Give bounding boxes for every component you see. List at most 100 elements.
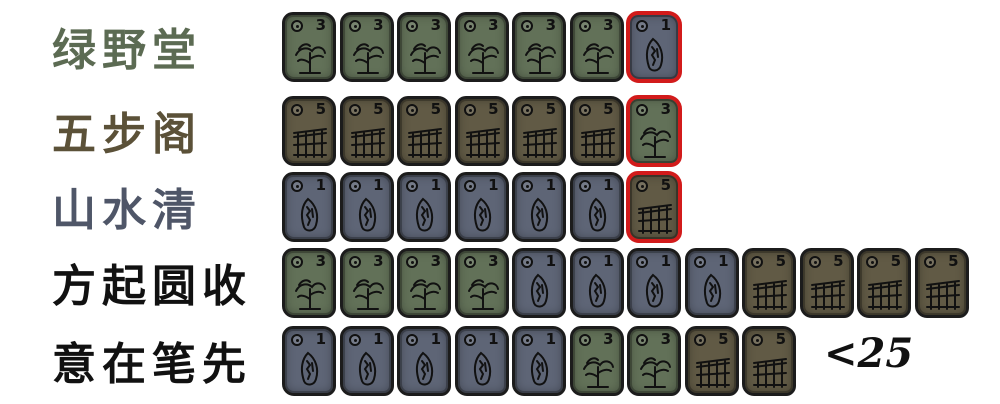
bridge-tile[interactable]: 5 bbox=[742, 326, 796, 396]
tile-value: 3 bbox=[488, 16, 499, 34]
tile-corner-mark bbox=[463, 20, 476, 32]
tile-value: 1 bbox=[488, 176, 499, 194]
tree-tile[interactable]: 3 bbox=[454, 248, 509, 318]
rock-tile[interactable]: 1 bbox=[282, 172, 336, 242]
bridge-tile[interactable]: 5 bbox=[684, 326, 739, 396]
rock-tile-highlighted[interactable]: 1 bbox=[627, 12, 681, 82]
tile-value: 3 bbox=[660, 330, 671, 348]
tile-corner-mark bbox=[348, 104, 361, 116]
tile-corner-mark bbox=[348, 180, 361, 192]
tree-tile[interactable]: 3 bbox=[397, 248, 451, 318]
tile-corner-mark bbox=[348, 256, 361, 268]
tile-value: 5 bbox=[315, 100, 326, 118]
tile-value: 3 bbox=[488, 252, 499, 270]
tile-value: 5 bbox=[603, 100, 614, 118]
tile-corner-mark bbox=[693, 256, 706, 268]
bridge-tile[interactable]: 5 bbox=[282, 96, 336, 166]
rock-tile[interactable]: 1 bbox=[454, 172, 509, 242]
tile-value: 3 bbox=[373, 252, 384, 270]
tree-tile-highlighted[interactable]: 3 bbox=[627, 96, 681, 166]
tree-tile[interactable]: 3 bbox=[569, 326, 624, 396]
tile-corner-mark bbox=[463, 256, 476, 268]
bridge-tile-highlighted[interactable]: 5 bbox=[627, 172, 681, 242]
tile-corner-mark bbox=[521, 104, 533, 116]
tile-value: 5 bbox=[775, 330, 786, 348]
tree-tile[interactable]: 3 bbox=[339, 248, 394, 318]
tile-corner-mark bbox=[578, 104, 591, 116]
tree-tile[interactable]: 3 bbox=[454, 12, 509, 82]
rock-tile[interactable]: 1 bbox=[397, 326, 451, 396]
bridge-tile[interactable]: 5 bbox=[512, 96, 566, 166]
tile-corner-mark bbox=[348, 20, 361, 32]
rock-tile[interactable]: 1 bbox=[339, 326, 394, 396]
rock-tile[interactable]: 1 bbox=[454, 326, 509, 396]
rock-tile[interactable]: 1 bbox=[512, 326, 566, 396]
rock-tile[interactable]: 1 bbox=[684, 248, 739, 318]
tile-value: 1 bbox=[373, 330, 384, 348]
bridge-tile[interactable]: 5 bbox=[914, 248, 969, 318]
tile-corner-mark bbox=[291, 334, 303, 346]
row-label: 五步阁 bbox=[52, 109, 202, 160]
rock-tile[interactable]: 1 bbox=[569, 172, 624, 242]
bridge-tile[interactable]: 5 bbox=[569, 96, 624, 166]
tree-tile[interactable]: 3 bbox=[282, 248, 336, 318]
tree-tile[interactable]: 3 bbox=[569, 12, 624, 82]
tree-tile[interactable]: 3 bbox=[339, 12, 394, 82]
tile-corner-mark bbox=[636, 104, 648, 116]
tree-tile[interactable]: 3 bbox=[282, 12, 336, 82]
tile-value: 3 bbox=[315, 16, 326, 34]
bridge-tile[interactable]: 5 bbox=[454, 96, 509, 166]
tile-value: 5 bbox=[488, 100, 499, 118]
tile-value: 5 bbox=[890, 252, 901, 270]
rock-tile[interactable]: 1 bbox=[512, 172, 566, 242]
tile-corner-mark bbox=[406, 256, 418, 268]
rock-tile[interactable]: 1 bbox=[569, 248, 624, 318]
tile-value: 1 bbox=[315, 330, 326, 348]
rock-tile[interactable]: 1 bbox=[282, 326, 336, 396]
tile-corner-mark bbox=[578, 20, 591, 32]
bridge-tile[interactable]: 5 bbox=[339, 96, 394, 166]
tile-corner-mark bbox=[808, 256, 821, 268]
tile-value: 3 bbox=[373, 16, 384, 34]
tile-corner-mark bbox=[291, 180, 303, 192]
tile-value: 5 bbox=[373, 100, 384, 118]
tile-corner-mark bbox=[463, 334, 476, 346]
tile-corner-mark bbox=[521, 334, 533, 346]
tree-tile[interactable]: 3 bbox=[512, 12, 566, 82]
bridge-tile[interactable]: 5 bbox=[742, 248, 796, 318]
tile-value: 5 bbox=[775, 252, 786, 270]
rock-tile[interactable]: 1 bbox=[627, 248, 681, 318]
rock-tile[interactable]: 1 bbox=[512, 248, 566, 318]
tile-value: 5 bbox=[660, 176, 671, 194]
tile-corner-mark bbox=[636, 180, 648, 192]
tile-value: 1 bbox=[603, 176, 614, 194]
tile-corner-mark bbox=[923, 256, 936, 268]
tile-value: 5 bbox=[948, 252, 959, 270]
tile-value: 5 bbox=[545, 100, 556, 118]
row-label: 意在笔先 bbox=[52, 339, 252, 390]
tile-corner-mark bbox=[578, 256, 591, 268]
tile-corner-mark bbox=[406, 180, 418, 192]
tile-corner-mark bbox=[636, 334, 648, 346]
tile-value: 1 bbox=[545, 330, 556, 348]
tile-corner-mark bbox=[291, 104, 303, 116]
tile-corner-mark bbox=[406, 104, 418, 116]
tile-value: 5 bbox=[430, 100, 441, 118]
rock-tile[interactable]: 1 bbox=[397, 172, 451, 242]
bridge-tile[interactable]: 5 bbox=[857, 248, 911, 318]
tree-tile[interactable]: 3 bbox=[627, 326, 681, 396]
tile-value: 3 bbox=[315, 252, 326, 270]
score-condition-text: <25 bbox=[824, 330, 914, 377]
bridge-tile[interactable]: 5 bbox=[799, 248, 854, 318]
tile-corner-mark bbox=[463, 180, 476, 192]
tile-corner-mark bbox=[348, 334, 361, 346]
tile-corner-mark bbox=[291, 20, 303, 32]
tile-corner-mark bbox=[521, 180, 533, 192]
bridge-tile[interactable]: 5 bbox=[397, 96, 451, 166]
tree-tile[interactable]: 3 bbox=[397, 12, 451, 82]
rock-tile[interactable]: 1 bbox=[339, 172, 394, 242]
tile-corner-mark bbox=[406, 334, 418, 346]
